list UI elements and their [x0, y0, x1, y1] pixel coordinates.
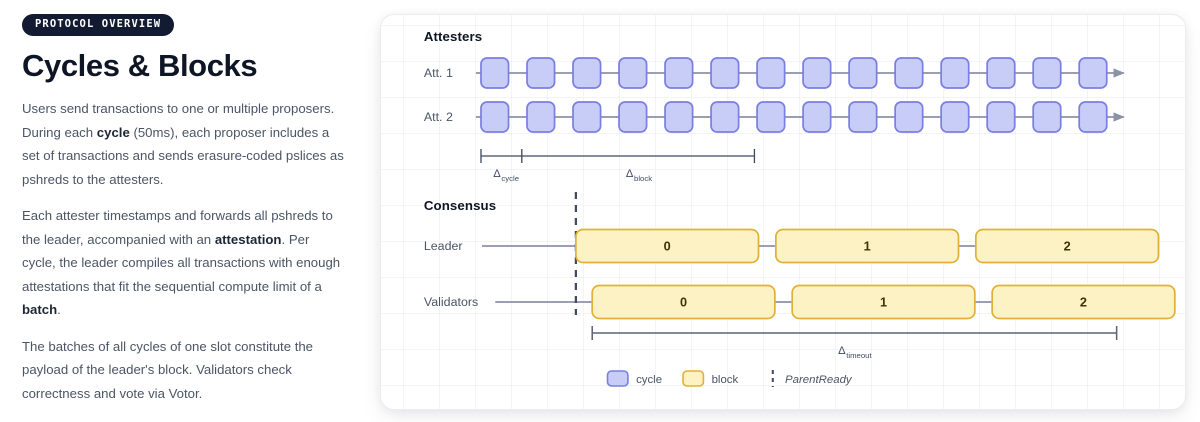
- diagram-panel-wrapper: Attesters Att. 1 Att. 2 Δ cycle: [380, 0, 1200, 422]
- cycle-box[interactable]: [526, 57, 556, 89]
- delta-timeout-annotation: Δ timeout: [591, 326, 1118, 360]
- legend-swatch-cycle: [606, 370, 629, 387]
- block-box[interactable]: [774, 228, 960, 264]
- consensus-section-title: Consensus: [424, 198, 496, 213]
- row-label-att2: Att. 2: [424, 110, 453, 124]
- cycle-box[interactable]: [802, 101, 832, 133]
- delta-timeout-symbol: Δ: [838, 345, 846, 357]
- cycle-box[interactable]: [848, 57, 878, 89]
- validator-block-boxes: 0 1 2: [591, 284, 1176, 320]
- row-label-att1: Att. 1: [424, 66, 453, 80]
- body-text-run: (50ms), each proposer includes a set of …: [22, 124, 344, 187]
- cycle-box[interactable]: [664, 57, 694, 89]
- cycle-box[interactable]: [1032, 101, 1062, 133]
- body-text-run: Users send transactions to one or multip…: [22, 101, 335, 140]
- block-index-label: 1: [864, 240, 871, 254]
- block-index-label: 0: [664, 240, 671, 254]
- page-title: Cycles & Blocks: [22, 47, 258, 83]
- cycle-box[interactable]: [1078, 57, 1108, 89]
- cycle-box[interactable]: [572, 101, 602, 133]
- cycle-box[interactable]: [572, 57, 602, 89]
- block-box[interactable]: [791, 284, 976, 320]
- cycle-box[interactable]: [480, 57, 510, 89]
- intro-column: PROTOCOL OVERVIEW Cycles & Blocks Users …: [0, 0, 380, 422]
- att2-cycle-boxes: [480, 101, 1108, 133]
- legend-label-parentready: ParentReady: [785, 374, 853, 386]
- diagram-panel: Attesters Att. 1 Att. 2 Δ cycle: [380, 14, 1186, 410]
- block-index-label: 2: [1064, 240, 1071, 254]
- cycle-box[interactable]: [710, 57, 740, 89]
- legend-swatch-block: [682, 370, 705, 387]
- overview-badge: PROTOCOL OVERVIEW: [22, 14, 175, 36]
- emphasis-term: cycle: [96, 124, 130, 140]
- cycle-box[interactable]: [618, 101, 648, 133]
- block-box[interactable]: [974, 228, 1160, 264]
- cycle-box[interactable]: [1078, 101, 1108, 133]
- legend-label-cycle: cycle: [636, 374, 662, 386]
- legend-label-block: block: [712, 374, 739, 386]
- emphasis-term: batch: [22, 302, 58, 318]
- block-index-label: 1: [880, 296, 887, 310]
- delta-cycle-annotation: Δ cycle: [480, 149, 523, 183]
- paragraph: The batches of all cycles of one slot co…: [22, 335, 346, 406]
- cycle-box[interactable]: [480, 101, 510, 133]
- attesters-section-title: Attesters: [424, 29, 482, 44]
- cycle-box[interactable]: [848, 101, 878, 133]
- row-label-leader: Leader: [424, 239, 463, 253]
- cycle-box[interactable]: [940, 57, 970, 89]
- cycle-box[interactable]: [894, 57, 924, 89]
- block-box[interactable]: [991, 284, 1176, 320]
- body-text-run: . Per cycle, the leader compiles all tra…: [22, 231, 341, 294]
- cycle-box[interactable]: [618, 57, 648, 89]
- body-paragraphs: Users send transactions to one or multip…: [22, 97, 346, 405]
- delta-cycle-subscript: cycle: [501, 174, 519, 183]
- cycle-box[interactable]: [756, 101, 786, 133]
- body-text-run: .: [57, 302, 61, 318]
- cycle-box[interactable]: [526, 101, 556, 133]
- cycle-box[interactable]: [894, 101, 924, 133]
- cycle-box[interactable]: [756, 57, 786, 89]
- row-label-validators: Validators: [424, 295, 478, 309]
- cycle-box[interactable]: [1032, 57, 1062, 89]
- body-text-run: The batches of all cycles of one slot co…: [22, 338, 314, 401]
- block-index-label: 0: [680, 296, 687, 310]
- delta-block-symbol: Δ: [626, 168, 634, 180]
- emphasis-term: attestation: [214, 231, 282, 247]
- block-index-label: 2: [1080, 296, 1087, 310]
- body-text-run: Each attester timestamps and forwards al…: [22, 208, 333, 247]
- cycle-box[interactable]: [802, 57, 832, 89]
- delta-timeout-subscript: timeout: [846, 351, 872, 360]
- paragraph: Each attester timestamps and forwards al…: [22, 204, 346, 322]
- block-box[interactable]: [591, 284, 776, 320]
- cycle-box[interactable]: [710, 101, 740, 133]
- cycle-box[interactable]: [940, 101, 970, 133]
- leader-block-boxes: 0 1 2: [575, 228, 1160, 264]
- diagram-legend: cycle block ParentReady: [606, 370, 853, 387]
- delta-cycle-symbol: Δ: [493, 168, 501, 180]
- cycle-box[interactable]: [986, 57, 1016, 89]
- att1-cycle-boxes: [480, 57, 1108, 89]
- block-box[interactable]: [575, 228, 760, 264]
- delta-block-subscript: block: [634, 174, 652, 183]
- paragraph: Users send transactions to one or multip…: [22, 97, 346, 191]
- cycle-box[interactable]: [664, 101, 694, 133]
- delta-block-annotation: Δ block: [521, 149, 756, 183]
- protocol-timeline-diagram: Attesters Att. 1 Att. 2 Δ cycle: [424, 29, 1176, 387]
- cycle-box[interactable]: [986, 101, 1016, 133]
